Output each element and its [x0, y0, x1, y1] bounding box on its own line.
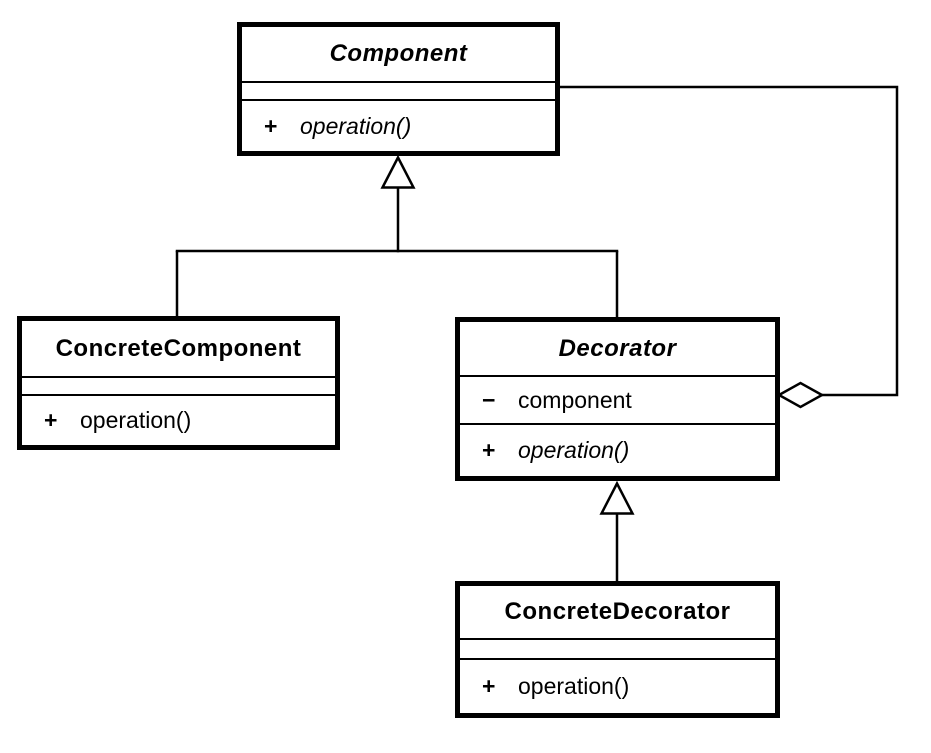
- operations-compartment-decorator: + operation(): [460, 425, 775, 476]
- operation-signature: operation(): [80, 407, 192, 433]
- compartment-divider: [242, 99, 555, 101]
- compartment-divider: [242, 81, 555, 83]
- operation-signature: operation(): [518, 437, 630, 463]
- attributes-compartment-component: [242, 83, 555, 99]
- class-box-concrete-component: ConcreteComponent + operation(): [17, 316, 340, 450]
- visibility-sign: +: [482, 673, 496, 699]
- generalization-triangle-icon: [599, 480, 635, 515]
- operations-compartment-concrete-decorator: + operation(): [460, 660, 775, 713]
- operations-compartment-component: + operation(): [242, 101, 555, 151]
- class-name-concrete-decorator: ConcreteDecorator: [504, 598, 731, 625]
- attributes-compartment-concrete-decorator: [460, 640, 775, 658]
- class-box-decorator: Decorator − component + operation(): [455, 317, 780, 481]
- operation-item: + operation(): [460, 675, 775, 698]
- attributes-compartment-decorator: − component: [460, 377, 775, 423]
- visibility-sign: −: [482, 386, 496, 413]
- visibility-sign: +: [44, 407, 58, 433]
- generalization-edge-to-component: [175, 186, 619, 322]
- operation-signature: operation(): [518, 673, 630, 699]
- operation-signature: operation(): [300, 112, 412, 139]
- operations-compartment-concrete-component: + operation(): [22, 396, 335, 445]
- class-name-component: Component: [329, 40, 468, 67]
- visibility-sign: +: [482, 437, 496, 463]
- aggregation-diamond-icon: [776, 381, 825, 409]
- attribute-item: − component: [460, 386, 775, 413]
- class-name-decorator: Decorator: [558, 334, 677, 362]
- operation-item: + operation(): [460, 439, 775, 462]
- aggregation-edge: [556, 85, 899, 397]
- compartment-divider: [22, 376, 335, 378]
- class-box-component: Component + operation(): [237, 22, 560, 156]
- operation-item: + operation(): [22, 409, 335, 432]
- compartment-divider: [460, 375, 775, 377]
- attribute-name: component: [518, 386, 632, 413]
- compartment-divider: [460, 638, 775, 640]
- class-name-concrete-component: ConcreteComponent: [55, 334, 302, 362]
- visibility-sign: +: [264, 112, 278, 139]
- compartment-divider: [460, 423, 775, 425]
- operation-item: + operation(): [242, 112, 555, 139]
- compartment-divider: [22, 394, 335, 396]
- generalization-triangle-icon: [380, 154, 416, 189]
- class-box-concrete-decorator: ConcreteDecorator + operation(): [455, 581, 780, 718]
- attributes-compartment-concrete-component: [22, 378, 335, 394]
- compartment-divider: [460, 658, 775, 660]
